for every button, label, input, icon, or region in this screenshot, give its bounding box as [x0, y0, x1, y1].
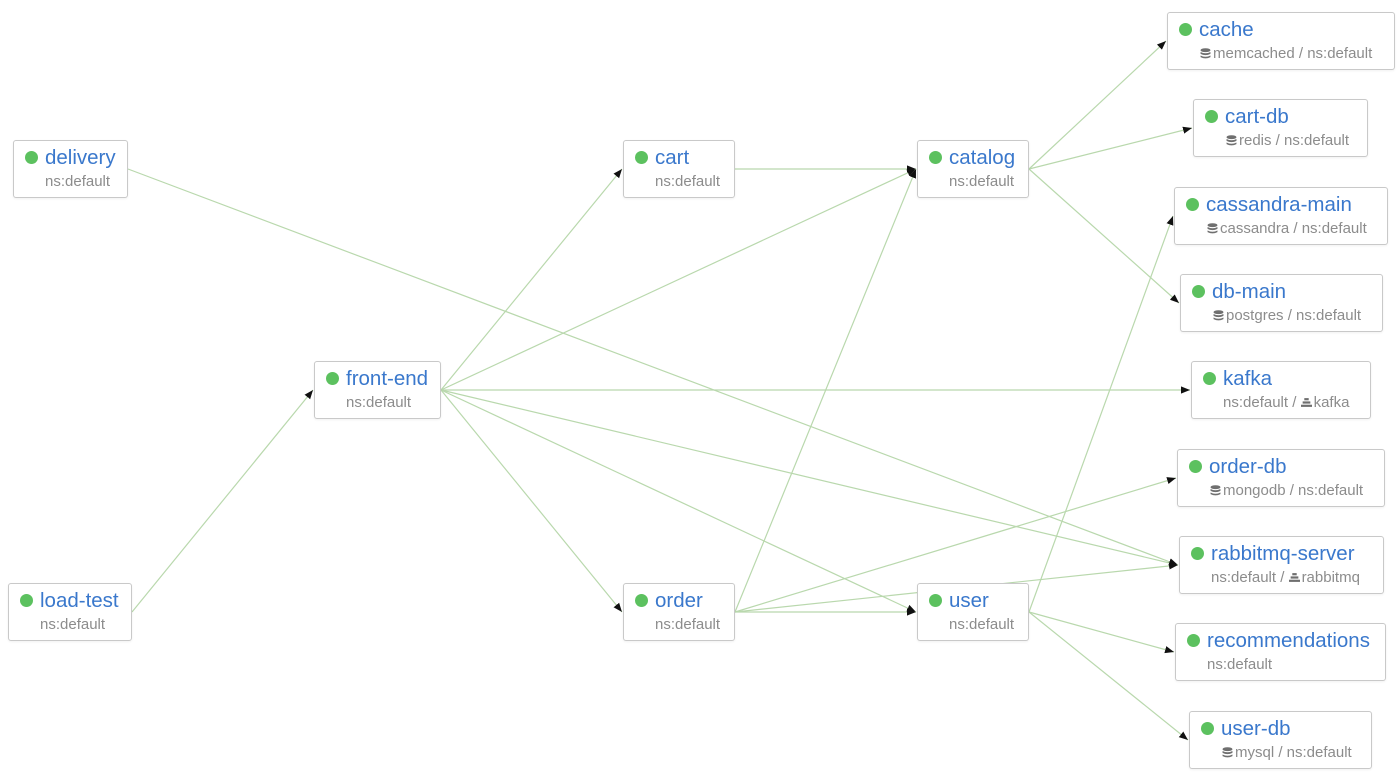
node-namespace: memcached / ns:default — [1200, 45, 1372, 63]
edge-catalog-to-db-main — [1028, 168, 1180, 304]
node-namespace: postgres / ns:default — [1213, 307, 1361, 325]
healthy-status-icon — [1203, 372, 1216, 385]
node-name[interactable]: cart — [655, 146, 690, 169]
node-front-end[interactable]: front-end ns:default — [314, 361, 441, 419]
edge-front-end-to-rabbitmq-server — [440, 389, 1179, 567]
node-name[interactable]: delivery — [45, 146, 116, 169]
edge-front-end-to-cart — [440, 168, 623, 391]
healthy-status-icon — [635, 151, 648, 164]
database-icon — [1213, 310, 1224, 321]
node-user[interactable]: user ns:default — [917, 583, 1029, 641]
node-cart[interactable]: cart ns:default — [623, 140, 735, 198]
database-icon — [1207, 223, 1218, 234]
edge-order-to-order-db — [734, 477, 1177, 613]
node-cart-db[interactable]: cart-db redis / ns:default — [1193, 99, 1368, 157]
node-cassandra-main[interactable]: cassandra-main cassandra / ns:default — [1174, 187, 1388, 245]
healthy-status-icon — [1179, 23, 1192, 36]
queue-icon — [1288, 573, 1300, 582]
queue-icon — [1300, 398, 1312, 407]
node-order[interactable]: order ns:default — [623, 583, 735, 641]
node-db-main[interactable]: db-main postgres / ns:default — [1180, 274, 1383, 332]
node-namespace: ns:default — [40, 616, 106, 633]
node-namespace: redis / ns:default — [1226, 132, 1349, 150]
node-kafka[interactable]: kafka ns:default / kafka — [1191, 361, 1371, 419]
healthy-status-icon — [1192, 285, 1205, 298]
node-name[interactable]: order-db — [1209, 455, 1287, 478]
database-icon — [1210, 485, 1221, 496]
edge-front-end-to-user — [440, 389, 917, 613]
node-user-db[interactable]: user-db mysql / ns:default — [1189, 711, 1372, 769]
healthy-status-icon — [1201, 722, 1214, 735]
node-namespace: mongodb / ns:default — [1210, 482, 1363, 500]
node-namespace: ns:default / rabbitmq — [1211, 569, 1360, 586]
healthy-status-icon — [1191, 547, 1204, 560]
node-namespace: ns:default — [45, 173, 111, 190]
node-name[interactable]: front-end — [346, 367, 429, 390]
database-icon — [1222, 747, 1233, 758]
node-namespace: ns:default — [1207, 656, 1273, 673]
database-icon — [1200, 48, 1211, 59]
edge-front-end-to-order — [440, 389, 623, 613]
edge-load-test-to-front-end — [131, 389, 314, 613]
node-namespace: ns:default — [655, 173, 721, 190]
node-load-test[interactable]: load-test ns:default — [8, 583, 132, 641]
node-catalog[interactable]: catalog ns:default — [917, 140, 1029, 198]
healthy-status-icon — [1189, 460, 1202, 473]
healthy-status-icon — [1187, 634, 1200, 647]
edge-catalog-to-cart-db — [1028, 126, 1193, 170]
node-name[interactable]: user — [949, 589, 989, 612]
node-namespace: ns:default / kafka — [1223, 394, 1350, 411]
healthy-status-icon — [1186, 198, 1199, 211]
node-name[interactable]: order — [655, 589, 703, 612]
node-namespace: mysql / ns:default — [1222, 744, 1352, 762]
node-name[interactable]: catalog — [949, 146, 1016, 169]
healthy-status-icon — [929, 151, 942, 164]
edge-catalog-to-cache — [1028, 40, 1167, 170]
healthy-status-icon — [326, 372, 339, 385]
healthy-status-icon — [929, 594, 942, 607]
node-namespace: cassandra / ns:default — [1207, 220, 1367, 238]
node-namespace: ns:default — [346, 394, 412, 411]
node-namespace: ns:default — [949, 616, 1015, 633]
node-order-db[interactable]: order-db mongodb / ns:default — [1177, 449, 1385, 507]
node-name[interactable]: cache — [1199, 18, 1254, 41]
node-name[interactable]: rabbitmq-server — [1211, 542, 1355, 565]
node-name[interactable]: recommendations — [1207, 629, 1370, 652]
node-name[interactable]: cassandra-main — [1206, 193, 1352, 216]
node-recommendations[interactable]: recommendations ns:default — [1175, 623, 1386, 681]
healthy-status-icon — [25, 151, 38, 164]
edge-user-to-cassandra-main — [1028, 215, 1174, 613]
edge-front-end-to-catalog — [440, 168, 917, 391]
database-icon — [1226, 135, 1237, 146]
edge-delivery-to-rabbitmq-server — [127, 168, 1179, 566]
node-delivery[interactable]: delivery ns:default — [13, 140, 128, 198]
edge-user-to-user-db — [1028, 611, 1189, 741]
node-rabbitmq-server[interactable]: rabbitmq-server ns:default / rabbitmq — [1179, 536, 1384, 594]
node-name[interactable]: db-main — [1212, 280, 1287, 303]
edge-user-to-recommendations — [1028, 611, 1175, 654]
node-namespace: ns:default — [949, 173, 1015, 190]
node-name[interactable]: user-db — [1221, 717, 1291, 740]
node-name[interactable]: kafka — [1223, 367, 1272, 390]
node-name[interactable]: load-test — [40, 589, 119, 612]
node-cache[interactable]: cache memcached / ns:default — [1167, 12, 1395, 70]
healthy-status-icon — [20, 594, 33, 607]
node-namespace: ns:default — [655, 616, 721, 633]
edge-order-to-catalog — [734, 168, 917, 613]
healthy-status-icon — [635, 594, 648, 607]
healthy-status-icon — [1205, 110, 1218, 123]
node-name[interactable]: cart-db — [1225, 105, 1289, 128]
